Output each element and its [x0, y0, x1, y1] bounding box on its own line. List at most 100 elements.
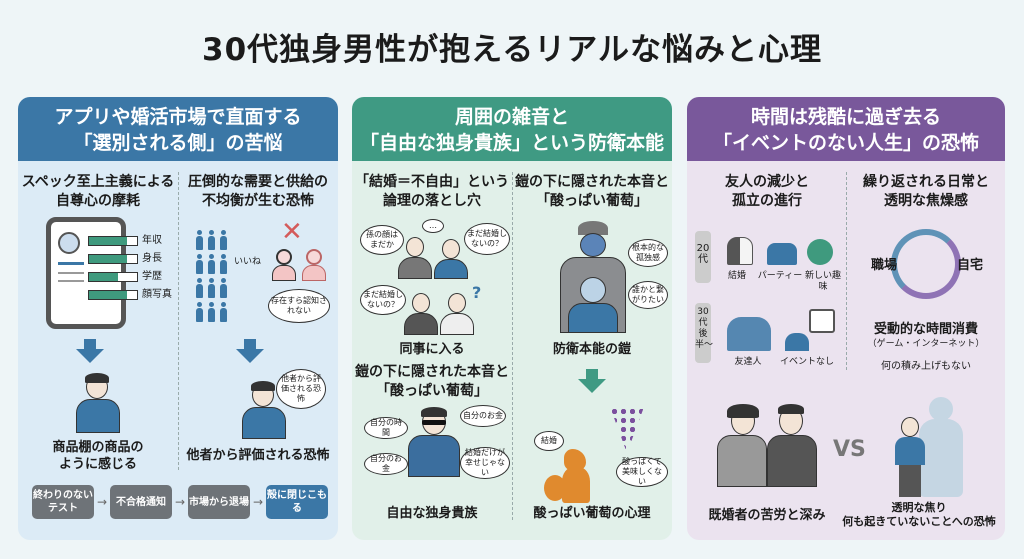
thought-bubble: 他者から評価される恐怖 — [276, 369, 326, 409]
speech-bubble: 誰かと繋がりたい — [628, 281, 668, 309]
family-icon — [727, 317, 771, 351]
flow-step: 殻に閉じこもる — [266, 485, 328, 519]
event-label: 新しい趣味 — [804, 271, 841, 292]
arrow-down-icon — [76, 349, 104, 363]
speech-bubble: 自分の時間 — [364, 417, 408, 439]
subheading: 鎧の下に隠された本音と「酸っぱい葡萄」 — [515, 174, 669, 209]
caption: 自由な独身貴族 — [386, 506, 478, 521]
arrow-right-icon: → — [97, 495, 108, 509]
cycle-node: 自宅 — [957, 258, 984, 273]
caption: 透明な焦り何も起きていないことへの恐怖 — [842, 501, 996, 528]
party-icon — [767, 243, 797, 265]
cycle-node: 職場 — [871, 258, 898, 273]
speech-bubble: 結婚 — [534, 431, 564, 451]
header-line: 「選別される側」の苦悩 — [73, 132, 283, 154]
calendar-icon — [809, 309, 835, 333]
wedding-icon — [727, 237, 753, 265]
header-line: 周囲の雑音と — [454, 106, 569, 128]
panel-selection: アプリや婚活市場で直面する 「選別される側」の苦悩 スペック至上主義による自尊心… — [18, 97, 338, 540]
panel-header: 周囲の雑音と 「自由な独身貴族」という防衛本能 — [352, 97, 672, 161]
vs-label: VS — [833, 437, 866, 462]
bar-label: 学歴 — [142, 271, 162, 282]
arrow-down-icon — [84, 339, 96, 349]
like-label: いいね — [234, 257, 262, 267]
speech-bubble: … — [422, 219, 444, 233]
alone-person-icon — [785, 333, 809, 351]
caption: 同事に入る — [399, 342, 465, 357]
flow-step: 不合格通知 — [110, 485, 172, 519]
event-label: 結婚 — [727, 271, 746, 281]
caption: 何の積み上げもない — [881, 361, 971, 372]
caption: 商品棚の商品のように感じる — [52, 440, 144, 472]
flow-step: 終わりのないテスト — [32, 485, 94, 519]
spec-bar — [88, 290, 138, 300]
cross-icon: ✕ — [281, 217, 303, 247]
flow-step: 市場から退場 — [188, 485, 250, 519]
speech-bubble: 自分のお金 — [460, 405, 506, 427]
bar-label: 顔写真 — [142, 289, 172, 300]
subheading: 「結婚＝不自由」という論理の落とし穴 — [355, 174, 509, 209]
fox-icon — [544, 449, 594, 503]
arrow-down-icon — [244, 339, 256, 349]
subheading: 圧倒的な需要と供給の不均衡が生む恐怖 — [188, 174, 328, 209]
divider — [512, 172, 513, 520]
speech-bubble: 孫の顔はまだか — [360, 225, 404, 255]
bar-label: 年収 — [142, 235, 162, 246]
transparent-self-icon — [893, 397, 973, 497]
age-label: 20代 — [695, 231, 711, 283]
sunglasses-man-icon — [408, 407, 460, 477]
header-line: 「イベントのない人生」の恐怖 — [712, 132, 979, 154]
caption: 防衛本能の鎧 — [552, 342, 631, 357]
samurai-armor-icon — [558, 221, 628, 333]
hobby-icon — [807, 239, 833, 265]
event-label: 友達人 — [734, 357, 762, 367]
arrow-right-icon: → — [175, 495, 186, 509]
header-line: 「自由な独身貴族」という防衛本能 — [359, 132, 664, 154]
women-icon — [272, 249, 332, 283]
caption: 既婚者の苦労と深み — [708, 508, 826, 523]
speech-bubble: まだ結婚しないの？ — [360, 285, 406, 315]
speech-bubble: まだ結婚しないの？ — [464, 223, 510, 255]
caption-sub: （ゲーム・インターネット） — [867, 339, 985, 349]
speech-bubble: 存在すら認知されない — [268, 289, 330, 323]
panel-header: 時間は残酷に過ぎ去る 「イベントのない人生」の恐怖 — [687, 97, 1005, 161]
speech-bubble: 根本的な孤独感 — [628, 239, 668, 267]
spec-bar — [88, 272, 138, 282]
panel-time: 時間は残酷に過ぎ去る 「イベントのない人生」の恐怖 友人の減少と孤立の進行 繰り… — [687, 97, 1005, 540]
arrow-down-icon — [586, 369, 598, 379]
spec-bar — [88, 236, 138, 246]
question-mark-icon: ? — [472, 283, 482, 302]
bar-label: 身長 — [142, 253, 162, 264]
event-label: イベントなし — [779, 357, 834, 367]
subheading: 鎧の下に隠された本音と「酸っぱい葡萄」 — [355, 364, 509, 399]
parents-icon — [398, 237, 468, 279]
grapes-icon — [610, 407, 644, 453]
divider — [846, 172, 847, 370]
arrow-right-icon: → — [253, 495, 264, 509]
caption: 受動的な時間消費 — [873, 322, 978, 337]
caption: 酸っぱい葡萄の心理 — [533, 506, 651, 521]
subheading: スペック至上主義による自尊心の摩耗 — [21, 174, 175, 209]
subheading: 友人の減少と孤立の進行 — [725, 174, 809, 209]
subheading: 繰り返される日常と透明な焦燥感 — [863, 174, 989, 209]
spec-bar — [88, 254, 138, 264]
speech-bubble: 自分のお金 — [364, 453, 408, 475]
header-line: アプリや婚活市場で直面する — [54, 106, 302, 128]
married-couple-icon — [717, 404, 817, 487]
speech-bubble: 酸っぱくて美味しくない — [616, 457, 668, 487]
age-label: 30代後半〜 — [695, 303, 713, 363]
header-line: 時間は残酷に過ぎ去る — [750, 106, 941, 128]
arrow-down-icon — [578, 379, 606, 393]
speech-bubble: 結婚だけが幸せじゃない — [460, 447, 510, 479]
cycle-arrows-icon — [891, 229, 961, 299]
panel-defense: 周囲の雑音と 「自由な独身貴族」という防衛本能 「結婚＝不自由」という論理の落と… — [352, 97, 672, 540]
coworkers-icon — [404, 293, 474, 335]
caption: 他者から評価される恐怖 — [186, 448, 330, 463]
arrow-down-icon — [236, 349, 264, 363]
depressed-man-icon — [70, 373, 126, 433]
thinking-man-icon — [236, 381, 292, 439]
divider — [178, 172, 179, 470]
panel-header: アプリや婚活市場で直面する 「選別される側」の苦悩 — [18, 97, 338, 161]
page-title: 30代独身男性が抱えるリアルな悩みと心理 — [202, 32, 822, 68]
event-label: パーティー — [757, 271, 803, 281]
